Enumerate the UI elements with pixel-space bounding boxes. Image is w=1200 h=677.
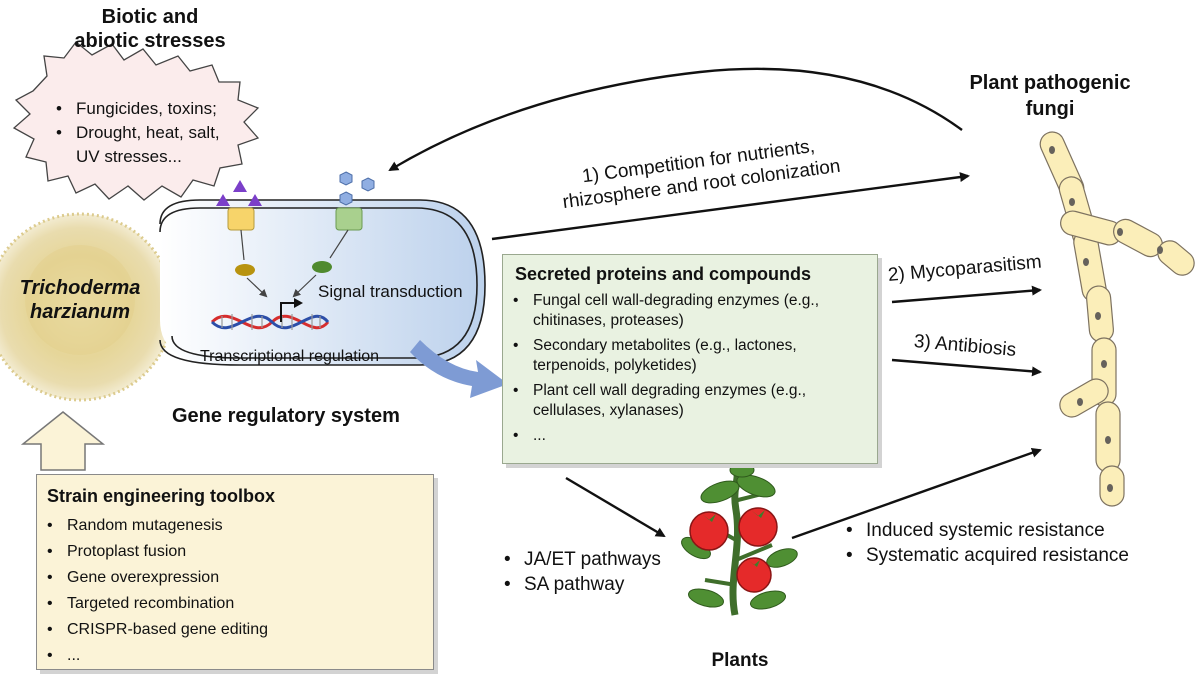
resistance-item: Systematic acquired resistance: [842, 543, 1129, 568]
fungal-hyphae-illustration: [1039, 131, 1195, 507]
secreted-item: Fungal cell wall-degrading enzymes (e.g.…: [509, 291, 869, 331]
triangle-ligand-icon: [216, 180, 262, 206]
resistance-item: Induced systemic resistance: [842, 518, 1129, 543]
hollow-up-arrow-icon: [20, 411, 106, 471]
secreted-item-line2: terpenoids, polyketides): [533, 357, 697, 374]
stress-item-continuation: UV stresses...: [76, 147, 182, 166]
pathway-item: SA pathway: [500, 572, 661, 597]
receptor-green: [335, 207, 363, 231]
fungi-title-line1: Plant pathogenic: [969, 72, 1131, 94]
signal-molecule-1: [235, 264, 255, 276]
organism-name: Trichoderma harzianum: [0, 276, 160, 324]
plants-label: Plants: [711, 650, 769, 671]
resistance-list: Induced systemic resistance Systematic a…: [842, 518, 1129, 568]
plant-pathways-list: JA/ET pathways SA pathway: [500, 547, 661, 597]
fungi-title: Plant pathogenic fungi: [950, 70, 1150, 122]
signal-molecule-2: [312, 261, 332, 273]
toolbox-item: CRISPR-based gene editing: [43, 617, 268, 643]
fungi-title-line2: fungi: [1025, 98, 1075, 120]
secreted-item: Plant cell wall degrading enzymes (e.g.,…: [509, 381, 869, 421]
stresses-title: Biotic and abiotic stresses: [60, 5, 240, 53]
organism-name-line2: harzianum: [29, 301, 131, 323]
toolbox-item: Gene overexpression: [43, 565, 268, 591]
secretion-arrow: [410, 340, 508, 398]
secreted-item: Secondary metabolites (e.g., lactones, t…: [509, 336, 869, 376]
signal-arrow-2: [292, 274, 317, 298]
strain-engineering-toolbox: Strain engineering toolbox Random mutage…: [36, 474, 434, 670]
secreted-item-line1: ...: [533, 427, 546, 444]
gene-regulatory-system-label: Gene regulatory system: [172, 405, 400, 427]
stresses-title-line1: Biotic and: [101, 6, 199, 28]
plants-to-fungi-arrow: [791, 447, 1042, 540]
stresses-list: Fungicides, toxins; Drought, heat, salt,…: [52, 97, 232, 169]
signal-line-2: [329, 229, 349, 259]
toolbox-item: ...: [43, 643, 268, 669]
tomato-plant-icon: [681, 462, 798, 616]
hexagon-ligand-icon: [339, 171, 375, 206]
dna-helix-icon: [210, 298, 330, 330]
receptor-yellow: [227, 207, 255, 231]
stress-item: Drought, heat, salt,: [52, 121, 232, 145]
transcriptional-regulation-label: Transcriptional regulation: [200, 348, 380, 365]
signal-transduction-label: Signal transduction: [318, 282, 463, 301]
hyphae-nuclei: [1049, 146, 1163, 492]
secreted-item-line2: chitinases, proteases): [533, 312, 684, 329]
toolbox-item: Random mutagenesis: [43, 513, 268, 539]
secreted-title: Secreted proteins and compounds: [515, 264, 812, 284]
secreted-item: ...: [509, 426, 869, 446]
feedback-arrow: [388, 67, 963, 172]
stresses-title-line2: abiotic stresses: [74, 30, 226, 52]
toolbox-item: Protoplast fusion: [43, 539, 268, 565]
organism-name-line1: Trichoderma: [19, 277, 141, 299]
competition-arrow: [491, 172, 970, 241]
toolbox-title: Strain engineering toolbox: [47, 486, 276, 506]
secreted-proteins-box: Secreted proteins and compounds Fungal c…: [502, 254, 878, 464]
signal-arrow-1: [246, 277, 268, 298]
toolbox-item: Targeted recombination: [43, 591, 268, 617]
pathway-item: JA/ET pathways: [500, 547, 661, 572]
secreted-item-line1: Plant cell wall degrading enzymes (e.g.,: [533, 382, 807, 399]
secreted-item-line2: cellulases, xylanases): [533, 402, 684, 419]
secreted-item-line1: Fungal cell wall-degrading enzymes (e.g.…: [533, 292, 820, 309]
antibiosis-arrow: [891, 358, 1042, 377]
secreted-to-plants-arrow: [565, 476, 666, 538]
signal-line-1: [240, 229, 245, 261]
stress-item: Fungicides, toxins;: [52, 97, 232, 121]
mycoparasitism-arrow: [891, 285, 1042, 304]
secreted-item-line1: Secondary metabolites (e.g., lactones,: [533, 337, 797, 354]
